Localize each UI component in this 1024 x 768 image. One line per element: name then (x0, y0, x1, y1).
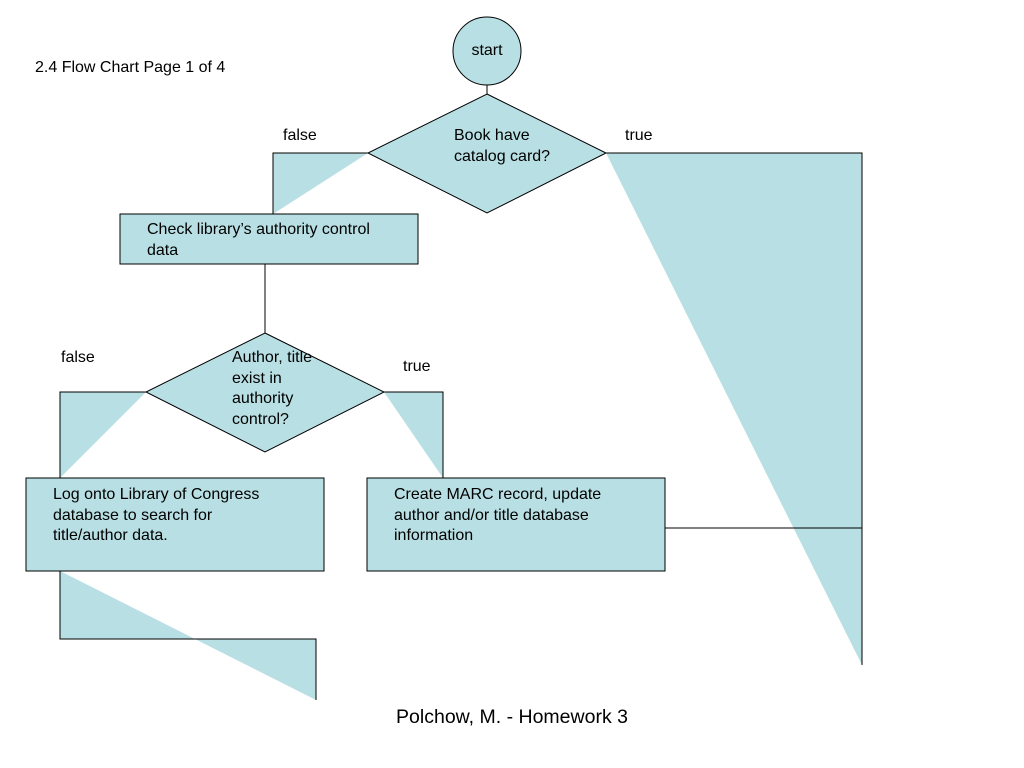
edge-label-catalog-true: true (625, 127, 653, 144)
footer-author: Polchow, M. - Homework 3 (396, 706, 628, 728)
process-log-onto-loc-label: Log onto Library of Congress database to… (53, 485, 318, 547)
process-create-marc-label: Create MARC record, update author and/or… (394, 485, 659, 547)
process-log-onto-loc-line: title/author data. (53, 527, 168, 544)
process-check-authority-line: Check library’s authority control (147, 221, 370, 238)
process-check-authority-line: data (147, 241, 179, 259)
process-check-authority-label: Check library’s authority control data (147, 220, 407, 261)
start-node-label: start (471, 42, 503, 59)
page-label: 2.4 Flow Chart Page 1 of 4 (35, 59, 226, 76)
edge-label-authority-false: false (61, 349, 95, 366)
decision-book-catalog-card-label: Book have catalog card? (454, 126, 574, 167)
connector-authority-false (59, 391, 146, 478)
process-create-marc-line: Create MARC record, update (394, 486, 602, 503)
connector-log-to-next (59, 571, 317, 700)
process-log-onto-loc-line: Log onto Library of Congress (53, 486, 260, 503)
decision-author-title-line: exist in (232, 369, 282, 387)
process-check-authority (119, 213, 419, 265)
process-log-onto-loc-line: database to search for (53, 506, 213, 524)
connector-catalog-true (606, 152, 863, 665)
decision-author-title-exists-label: Author, title exist in authority control… (232, 348, 332, 430)
decision-book-catalog-card-line: catalog card? (454, 147, 551, 165)
decision-author-title-exists (144, 332, 386, 453)
decision-author-title-line: control? (232, 410, 289, 428)
start-node (452, 16, 522, 86)
connector-catalog-false (272, 152, 368, 214)
process-create-marc-line: author and/or title database (394, 506, 589, 524)
edge-label-catalog-false: false (283, 127, 317, 144)
process-create-marc (366, 477, 666, 572)
decision-book-catalog-card (366, 93, 608, 214)
edge-label-authority-true: true (403, 358, 431, 375)
decision-author-title-line: authority (232, 390, 294, 407)
process-log-onto-loc (25, 477, 325, 572)
decision-author-title-line: Author, title (232, 349, 313, 366)
process-create-marc-line: information (394, 527, 474, 544)
connector-authority-true (384, 391, 444, 478)
decision-book-catalog-card-line: Book have (454, 127, 530, 144)
